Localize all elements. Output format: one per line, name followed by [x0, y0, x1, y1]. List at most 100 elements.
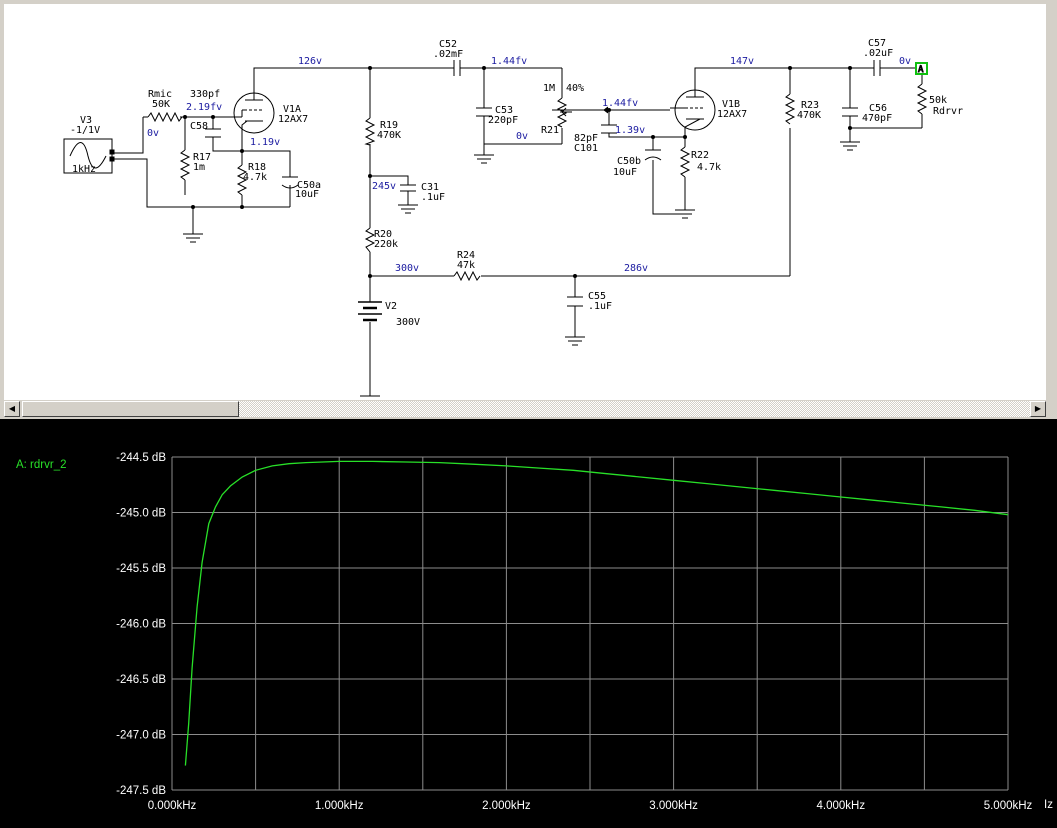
x-unit-fragment: Iz — [1044, 799, 1053, 811]
r23-value: 470K — [797, 110, 821, 121]
v1a-type: 12AX7 — [278, 114, 308, 125]
schematic-canvas[interactable]: A V3 -1/1V 1kHz Rmic 50K 330pf C58 R17 1… — [4, 4, 1046, 400]
c50b-name: C50b — [617, 156, 641, 167]
rmic-name: Rmic — [148, 89, 172, 100]
c50a-value: 10uF — [295, 189, 319, 200]
c55-name: C55 — [588, 291, 606, 302]
x-tick-label: 5.000kHz — [984, 800, 1033, 812]
probe-label: A — [918, 65, 924, 75]
voltage-plate2: 147v — [730, 56, 754, 67]
r18-name: R18 — [248, 162, 266, 173]
rdrvr-name: Rdrvr — [933, 106, 963, 117]
voltage-input: 0v — [147, 128, 159, 139]
tubes — [233, 89, 716, 151]
v3-value: -1/1V — [70, 125, 100, 136]
chart-legend: A: rdrvr_2 — [16, 459, 67, 471]
component-labels: V3 -1/1V 1kHz Rmic 50K 330pf C58 R17 1m … — [70, 38, 963, 328]
r24-name: R24 — [457, 250, 475, 261]
y-tick-label: -246.5 dB — [116, 674, 166, 686]
r18-value: 4.7k — [243, 172, 267, 183]
vertical-scrollbar[interactable] — [1047, 4, 1057, 417]
series-line-0 — [184, 460, 1009, 766]
scroll-track[interactable] — [239, 401, 1030, 417]
c101-value: 82pF — [574, 133, 598, 144]
y-tick-label: -245.0 dB — [116, 508, 166, 520]
c31-value: .1uF — [421, 192, 445, 203]
y-tick-label: -245.5 dB — [116, 563, 166, 575]
r24-value: 47k — [457, 260, 475, 271]
r23-name: R23 — [801, 100, 819, 111]
c50b-value: 10uF — [613, 167, 637, 178]
x-tick-label: 2.000kHz — [482, 800, 531, 812]
y-tick-label: -247.5 dB — [116, 785, 166, 797]
voltage-cathode1: 1.19v — [250, 137, 280, 148]
schematic-wires — [63, 67, 923, 396]
v1a-name: V1A — [283, 104, 301, 115]
y-tick-label: -247.0 dB — [116, 730, 166, 742]
r21-position: 40% — [566, 83, 584, 94]
scroll-thumb[interactable] — [22, 401, 239, 417]
junction-dots — [183, 66, 852, 278]
v3-frequency: 1kHz — [72, 164, 96, 175]
voltage-b1: 300v — [395, 263, 419, 274]
x-tick-label: 3.000kHz — [649, 800, 698, 812]
c56-name: C56 — [869, 103, 887, 114]
y-axis-ticks: -244.5 dB -245.0 dB -245.5 dB -246.0 dB -246… — [116, 452, 166, 797]
chart-grid — [171, 456, 1009, 791]
voltage-coupling: 1.44fv — [491, 56, 527, 67]
r20-name: R20 — [374, 229, 392, 240]
v3-name: V3 — [80, 115, 92, 126]
c56-value: 470pF — [862, 113, 892, 124]
resistors — [147, 83, 928, 282]
v1b-type: 12AX7 — [717, 109, 747, 120]
voltage-pot-low: 0v — [516, 131, 528, 142]
v1b-name: V1B — [722, 99, 740, 110]
voltage-grid2: 1.44fv — [602, 98, 638, 109]
c53-value: 220pF — [488, 115, 518, 126]
r22-value: 4.7k — [697, 162, 721, 173]
frequency-response-chart[interactable]: -244.5 dB -245.0 dB -245.5 dB -246.0 dB -246… — [0, 428, 1057, 823]
r17-name: R17 — [193, 152, 211, 163]
voltage-b3: 286v — [624, 263, 648, 274]
c52-name: C52 — [439, 39, 457, 50]
c57-value: .02uF — [863, 48, 893, 59]
chart-series — [184, 460, 1009, 766]
schematic-panel: A V3 -1/1V 1kHz Rmic 50K 330pf C58 R17 1… — [0, 0, 1057, 419]
y-tick-label: -244.5 dB — [116, 452, 166, 464]
graph-panel: -244.5 dB -245.0 dB -245.5 dB -246.0 dB -246… — [0, 428, 1057, 823]
v2-name: V2 — [385, 301, 397, 312]
c57-name: C57 — [868, 38, 886, 49]
probe-marker[interactable] — [915, 62, 928, 75]
r22-name: R22 — [691, 150, 709, 161]
rdrvr-value: 50k — [929, 95, 947, 106]
c101-name: C101 — [574, 143, 598, 154]
voltage-plate1: 126v — [298, 56, 322, 67]
node-voltages: 0v 2.19fv 1.19v 126v 245v 300v 286v 1.44… — [147, 56, 911, 274]
voltage-cathode2: 1.39v — [615, 125, 645, 136]
r20-value: 220k — [374, 239, 398, 250]
r21-name: R21 — [541, 125, 559, 136]
r19-name: R19 — [380, 120, 398, 131]
horizontal-scrollbar[interactable]: ◀ ▶ — [4, 401, 1046, 417]
x-axis-ticks: 0.000kHz 1.000kHz 2.000kHz 3.000kHz 4.000kHz… — [148, 800, 1033, 812]
ground-symbols — [183, 141, 860, 397]
x-tick-label: 0.000kHz — [148, 800, 197, 812]
v2-value: 300V — [396, 317, 420, 328]
x-tick-label: 4.000kHz — [817, 800, 866, 812]
r17-value: 1m — [193, 162, 205, 173]
x-tick-label: 1.000kHz — [315, 800, 364, 812]
r21-value: 1M — [543, 83, 555, 94]
c53-name: C53 — [495, 105, 513, 116]
voltage-b2: 245v — [372, 181, 396, 192]
rmic-value: 50K — [152, 99, 170, 110]
c55-value: .1uF — [588, 301, 612, 312]
scroll-right-arrow-icon[interactable]: ▶ — [1030, 401, 1046, 417]
c31-name: C31 — [421, 182, 439, 193]
r19-value: 470K — [377, 130, 401, 141]
c52-value: .02mF — [433, 49, 463, 60]
c58-name: C58 — [190, 121, 208, 132]
capacitors — [205, 60, 881, 307]
scroll-left-arrow-icon[interactable]: ◀ — [4, 401, 20, 417]
voltage-output: 0v — [899, 56, 911, 67]
y-tick-label: -246.0 dB — [116, 619, 166, 631]
